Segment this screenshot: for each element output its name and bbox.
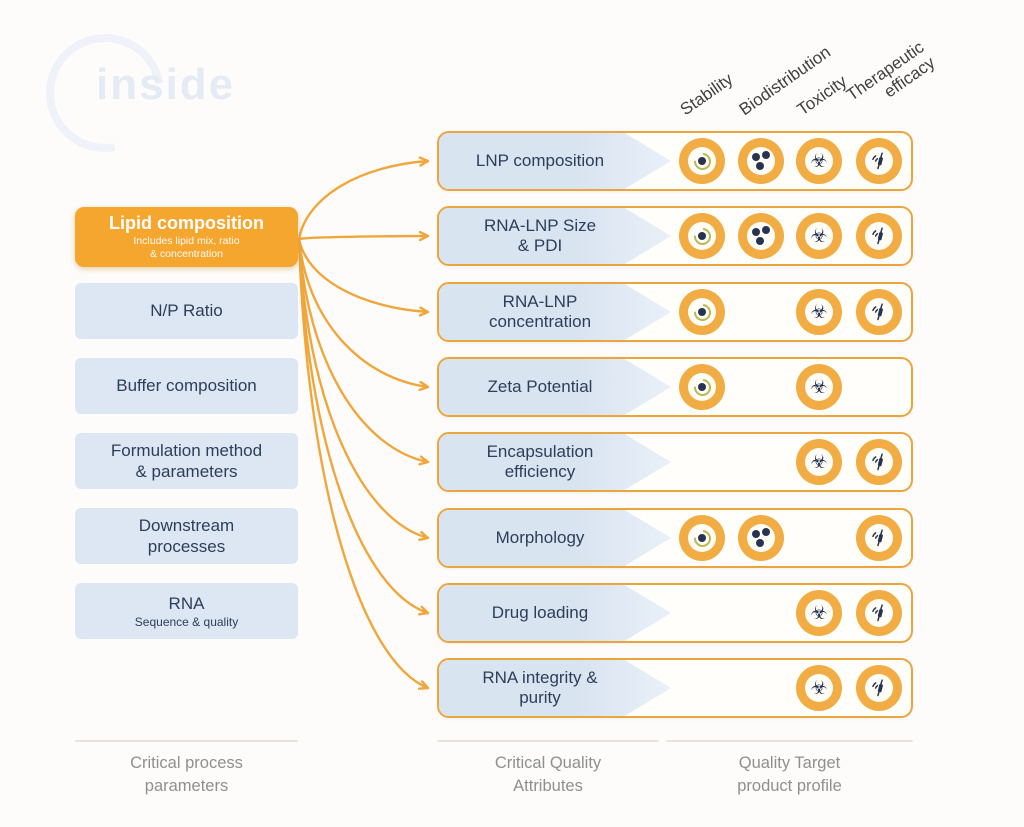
therapeutic-efficacy-icon bbox=[856, 515, 902, 561]
cqa-row: LNP composition ☣ bbox=[437, 131, 913, 191]
toxicity-icon: ☣ bbox=[796, 138, 842, 184]
cpp-item-title: Buffer composition bbox=[116, 376, 257, 396]
impact-slot-therapeutic_efficacy bbox=[850, 434, 908, 490]
cqa-row-label: RNA-LNP concentration bbox=[439, 284, 671, 340]
qtpp-divider bbox=[666, 740, 913, 742]
impact-slot-therapeutic_efficacy bbox=[850, 585, 908, 641]
impact-slot-toxicity: ☣ bbox=[790, 133, 848, 189]
cpp-footer-label: Critical process parameters bbox=[130, 754, 243, 796]
toxicity-icon: ☣ bbox=[796, 289, 842, 335]
cpp-highlight-title: Lipid composition bbox=[109, 212, 264, 233]
flow-arrow bbox=[297, 238, 428, 688]
cqa-row: Zeta Potential ☣ bbox=[437, 357, 913, 417]
cpp-item: Formulation method & parameters bbox=[75, 433, 298, 489]
impact-slot-stability bbox=[673, 284, 731, 340]
flow-arrow bbox=[297, 238, 428, 613]
cpp-item: Downstream processes bbox=[75, 508, 298, 564]
impact-slot-biodistribution bbox=[732, 510, 790, 566]
cpp-highlight-subtitle: Includes lipid mix, ratio & concentratio… bbox=[133, 235, 240, 260]
biodistribution-icon bbox=[738, 213, 784, 259]
impact-slot-stability bbox=[673, 208, 731, 264]
therapeutic-efficacy-icon bbox=[856, 439, 902, 485]
qtpp-header-stability: Stability bbox=[676, 69, 737, 120]
cqa-row-label: RNA integrity & purity bbox=[439, 660, 671, 716]
impact-slot-therapeutic_efficacy bbox=[850, 284, 908, 340]
qtpp-header-therapeutic_efficacy: Therapeutic efficacy bbox=[842, 37, 939, 105]
cqa-divider bbox=[437, 740, 659, 742]
impact-slot-therapeutic_efficacy bbox=[850, 208, 908, 264]
impact-slot-biodistribution bbox=[732, 133, 790, 189]
impact-slot-stability bbox=[673, 359, 731, 415]
impact-slot-toxicity: ☣ bbox=[790, 208, 848, 264]
flow-arrow bbox=[298, 236, 428, 239]
cqa-row: RNA-LNP concentration ☣ bbox=[437, 282, 913, 342]
cqa-row: Drug loading ☣ bbox=[437, 583, 913, 643]
impact-slot-stability bbox=[673, 510, 731, 566]
toxicity-icon: ☣ bbox=[796, 364, 842, 410]
therapeutic-efficacy-icon bbox=[856, 213, 902, 259]
stability-icon bbox=[679, 364, 725, 410]
impact-slot-toxicity: ☣ bbox=[790, 284, 848, 340]
qtpp-footer-label: Quality Target product profile bbox=[737, 754, 842, 796]
cqa-row-label: Morphology bbox=[439, 510, 671, 566]
biodistribution-icon bbox=[738, 138, 784, 184]
cpp-item-title: N/P Ratio bbox=[150, 301, 223, 321]
toxicity-icon: ☣ bbox=[796, 213, 842, 259]
impact-slot-biodistribution bbox=[732, 208, 790, 264]
biodistribution-icon bbox=[738, 515, 784, 561]
toxicity-icon: ☣ bbox=[796, 590, 842, 636]
inside-logo: inside bbox=[22, 10, 274, 176]
impact-slot-therapeutic_efficacy bbox=[850, 660, 908, 716]
logo-text: inside bbox=[96, 60, 236, 109]
cpp-item: N/P Ratio bbox=[75, 283, 298, 339]
stability-icon bbox=[679, 515, 725, 561]
cqa-row-label: LNP composition bbox=[439, 133, 671, 189]
flow-arrow bbox=[297, 238, 428, 462]
toxicity-icon: ☣ bbox=[796, 439, 842, 485]
stability-icon bbox=[679, 289, 725, 335]
stability-icon bbox=[679, 138, 725, 184]
cqa-row-label: Encapsulation efficiency bbox=[439, 434, 671, 490]
impact-slot-stability bbox=[673, 133, 731, 189]
impact-slot-therapeutic_efficacy bbox=[850, 510, 908, 566]
cpp-item: Buffer composition bbox=[75, 358, 298, 414]
impact-slot-toxicity: ☣ bbox=[790, 585, 848, 641]
cqa-footer-label: Critical Quality Attributes bbox=[494, 754, 602, 796]
flow-arrow bbox=[297, 161, 428, 240]
flow-arrow bbox=[297, 238, 428, 538]
cpp-item-title: Formulation method & parameters bbox=[110, 440, 263, 481]
toxicity-icon: ☣ bbox=[796, 665, 842, 711]
impact-slot-toxicity: ☣ bbox=[790, 660, 848, 716]
cqa-row: RNA integrity & purity ☣ bbox=[437, 658, 913, 718]
cqa-row: Encapsulation efficiency ☣ bbox=[437, 432, 913, 492]
cqa-row: RNA-LNP Size & PDI ☣ bbox=[437, 206, 913, 266]
cpp-item-title: RNA bbox=[168, 594, 205, 614]
therapeutic-efficacy-icon bbox=[856, 665, 902, 711]
cpp-divider bbox=[75, 740, 298, 742]
logo-circle-icon bbox=[22, 10, 188, 176]
cqa-row-label: RNA-LNP Size & PDI bbox=[439, 208, 671, 264]
flow-arrow bbox=[297, 238, 428, 312]
cqa-row-label: Drug loading bbox=[439, 585, 671, 641]
therapeutic-efficacy-icon bbox=[856, 590, 902, 636]
cpp-item-lipid-composition: Lipid composition Includes lipid mix, ra… bbox=[75, 207, 298, 267]
impact-slot-therapeutic_efficacy bbox=[850, 133, 908, 189]
cpp-item-subtitle: Sequence & quality bbox=[134, 614, 239, 629]
stability-icon bbox=[679, 213, 725, 259]
cqa-row-label: Zeta Potential bbox=[439, 359, 671, 415]
therapeutic-efficacy-icon bbox=[856, 289, 902, 335]
impact-slot-toxicity: ☣ bbox=[790, 434, 848, 490]
cqa-row: Morphology bbox=[437, 508, 913, 568]
therapeutic-efficacy-icon bbox=[856, 138, 902, 184]
flow-arrow bbox=[297, 238, 428, 387]
cpp-item-title: Downstream processes bbox=[138, 515, 235, 556]
impact-slot-toxicity: ☣ bbox=[790, 359, 848, 415]
